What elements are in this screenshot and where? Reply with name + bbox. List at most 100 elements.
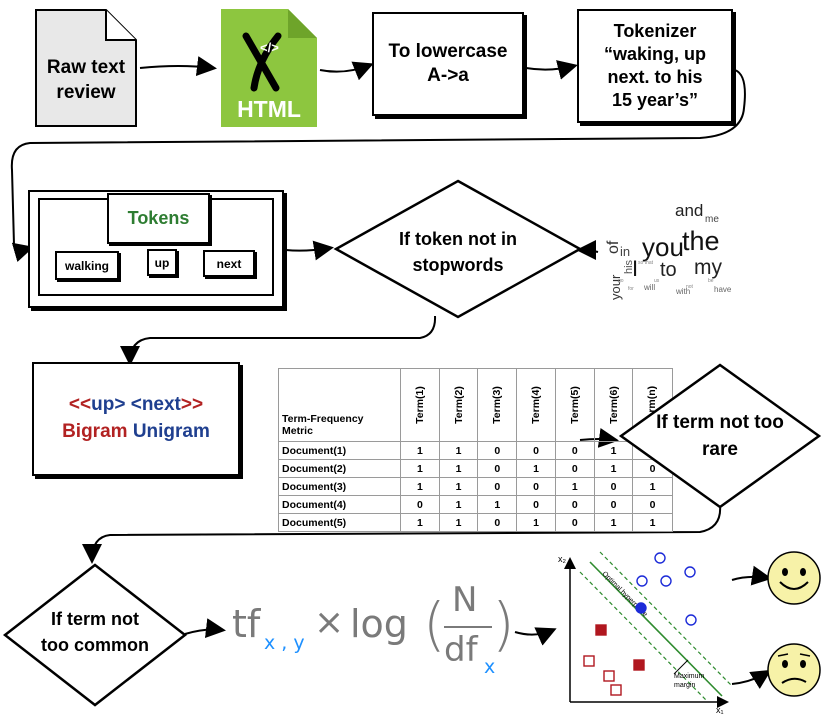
tf-cell: 1 [438,495,479,514]
rare-label: If term not too rare [630,410,810,463]
tf-cell: 0 [477,441,518,460]
html-file-icon [221,9,317,127]
rare-line2: rare [702,438,738,460]
table-row: Document(3) 1 1 0 0 1 0 1 [278,477,673,496]
cloud-word-me: me [705,214,719,225]
cloud-word-with: with [675,287,690,296]
cloud-word-to: to [660,259,677,281]
bigram-word1: up [91,394,115,416]
arrow-tokenizer-wrap [10,69,746,263]
svm-upper-margin [579,571,707,701]
tf-row-label: Document(4) [278,495,401,514]
bigram-label: Bigram [62,421,128,442]
svm-lower-margin [599,551,733,687]
tokenizer-title: Tokenizer [613,20,697,41]
tf-cell: 0 [554,459,595,478]
tf-col-header: Term(2) [438,368,479,442]
svm-plot: x₂ x₁ Optimal hyperplane Maximum margin [558,551,733,715]
formula-numerator: N [452,580,478,620]
stopwords-word-cloud: and me of the in you his I to my your wi… [605,201,732,300]
tf-col-header: Term(3) [477,368,518,442]
arrow-stopwords-to-ngram [120,315,437,366]
token-next-label: next [216,256,242,271]
ngram-labels: Bigram Unigram [62,419,210,446]
tf-cell: 0 [400,495,440,514]
formula-log: log [350,602,408,646]
formula-tf-subscript: x , y [264,632,305,654]
lowercase-box: To lowercase A->a [372,12,524,116]
tf-row-label: Document(2) [278,459,401,478]
token-up-label: up [154,255,170,270]
cloud-word-will: will [643,283,655,292]
svg-text:not: not [686,284,694,290]
tf-row-label: Document(5) [278,513,401,532]
stopwords-decision [333,179,583,319]
stopwords-line2: stopwords [412,255,504,276]
tf-cell: 1 [400,477,440,496]
sad-face-icon [767,643,821,697]
html-tag: </> [260,40,279,55]
svg-text:go: go [618,278,624,284]
formula-denominator-subscript: x [484,656,496,678]
common-decision [2,563,188,707]
unigram-label: Unigram [132,421,210,442]
token-walking: walking [55,251,119,280]
arrow-formula-to-svm [514,627,557,646]
html-icon: </> HTML [218,6,320,130]
bigram-close: >> [180,394,204,416]
tf-cell: 0 [554,441,595,460]
cloud-word-have: have [714,285,732,294]
token-next: next [203,250,255,277]
common-label: If term not too common [14,606,176,658]
raw-text-line1: Raw text [46,57,126,78]
arrow-svm-to-happy [731,565,772,586]
tokenizer-example-line2: next. to his [607,67,703,87]
cloud-word-the: the [682,226,720,256]
tokenizer-box: Tokenizer “waking, up next. to his 15 ye… [577,9,733,123]
tf-cell: 1 [554,477,595,496]
formula-open-paren: ( [423,590,446,658]
tf-col-header: Term(1) [400,368,440,442]
svg-text:so that: so that [638,260,654,266]
svm-margin-label-line2: margin [674,682,696,689]
tf-cell: 1 [632,513,673,532]
formula-close-paren: ) [492,590,515,658]
tf-cell: 1 [438,477,479,496]
table-row: Document(4) 0 1 1 0 0 0 0 [278,495,673,514]
cloud-word-of: of [605,240,622,254]
svm-margin-label-line1: Maximum [674,673,705,680]
rare-decision [618,363,822,509]
tf-cell: 1 [438,513,479,532]
formula-fraction-bar [444,626,492,628]
tf-col-header: Term(4) [516,368,556,442]
tokens-title: Tokens [127,208,190,228]
formula-tf: tf [232,602,261,646]
tf-cell: 0 [516,441,556,460]
lowercase-line1: To lowercase [388,41,508,63]
tf-row-label: Document(3) [278,477,401,496]
svm-negative-points [583,624,645,696]
ngram-box: <<up> <next>> Bigram Unigram [32,362,240,476]
lowercase-line2: A->a [427,65,469,86]
tf-cell: 0 [554,495,595,514]
term-frequency-table: Term-Frequency Metric Term(1) Term(2) Te… [278,368,673,532]
cloud-word-your: your [608,274,623,300]
tf-col-header: Term(5) [554,368,595,442]
bigram-open: << [68,394,92,416]
token-up: up [147,249,177,276]
svm-hyperplane [589,561,723,697]
cloud-word-you: you [642,232,684,262]
arrow-svm-to-sad [731,669,772,689]
tf-corner-cell: Term-Frequency Metric [278,368,401,442]
tf-cell: 0 [477,459,518,478]
svg-text:be: be [708,278,714,284]
tf-cell: 1 [400,459,440,478]
arrow-lowercase-to-tokenizer [525,60,578,80]
tf-corner-line2: Metric [282,425,313,437]
tf-cell: 1 [438,459,479,478]
tf-cell: 0 [516,495,556,514]
cloud-word-and: and [675,201,703,220]
token-walking-label: walking [64,258,109,273]
document-icon [35,9,137,127]
